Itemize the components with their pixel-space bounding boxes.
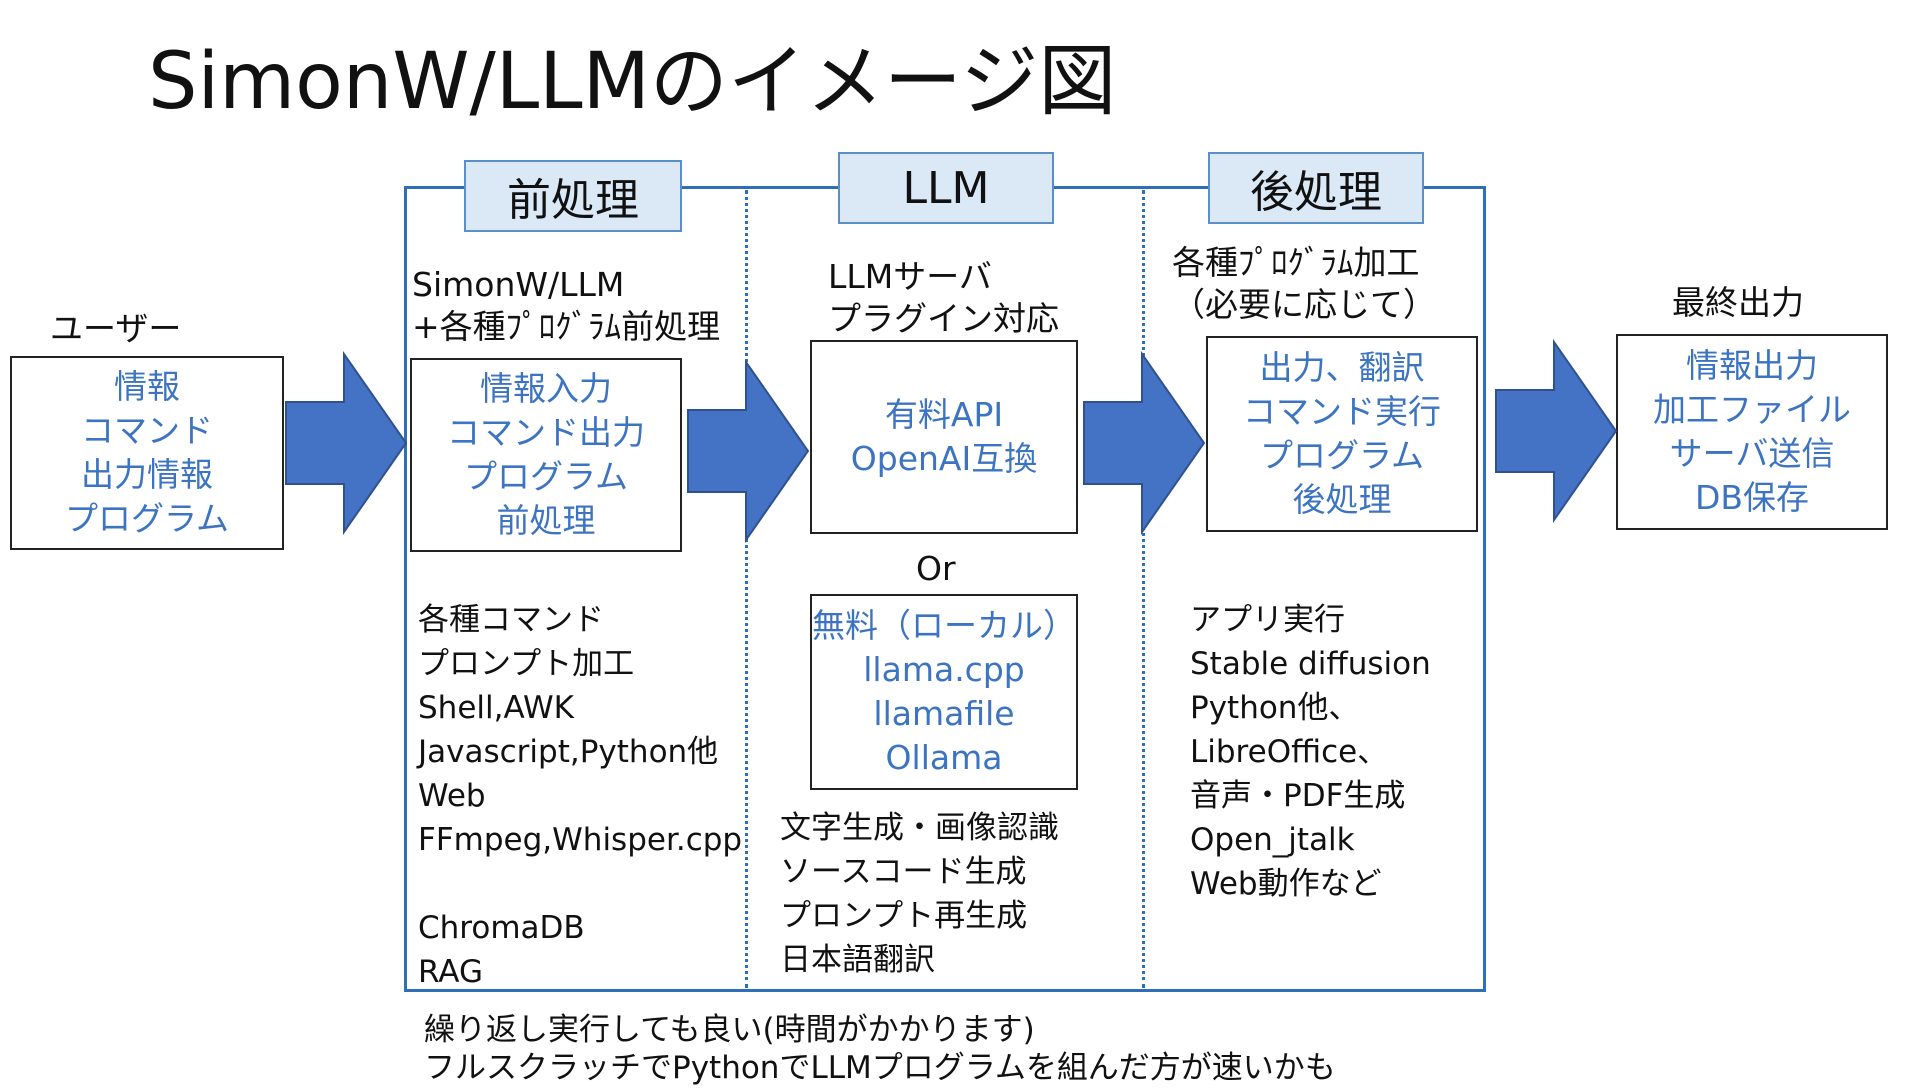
divider-llm-post [1142, 190, 1145, 988]
post-app-item: 音声・PDF生成 [1190, 778, 1406, 814]
user-line: コマンド [81, 411, 213, 450]
llm-uses-list: 文字生成・画像認識 ソースコード生成 プロンプト再生成 日本語翻訳 [780, 806, 1059, 982]
user-caption: ユーザー [50, 309, 182, 348]
llm-free-line: llamafile [873, 694, 1015, 733]
pre-line: コマンド出力 [447, 413, 645, 452]
pre-caption-1: SimonW/LLM [412, 265, 625, 304]
tab-preprocess: 前処理 [464, 160, 682, 232]
tab-llm: LLM [838, 152, 1054, 224]
post-app-item: LibreOffice、 [1190, 734, 1389, 770]
llm-caption-2: プラグイン対応 [828, 299, 1059, 338]
pre-box: 情報入力 コマンド出力 プログラム 前処理 [410, 358, 682, 552]
arrow-llm-to-post [1083, 350, 1206, 536]
tab-postprocess: 後処理 [1208, 152, 1424, 224]
llm-use-item: ソースコード生成 [780, 854, 1027, 890]
final-line: サーバ送信 [1669, 434, 1835, 473]
llm-free-box: 無料（ローカル） llama.cpp llamafile Ollama [810, 594, 1078, 790]
page-title: SimonW/LLMのイメージ図 [148, 37, 1117, 127]
final-caption: 最終出力 [1672, 283, 1804, 322]
user-line: プログラム [64, 499, 229, 538]
llm-free-line: Ollama [885, 738, 1003, 777]
arrow-post-to-final [1495, 338, 1618, 524]
pre-tool-item: Web [418, 778, 486, 814]
llm-free-line: 無料（ローカル） [812, 606, 1076, 645]
post-app-item: アプリ実行 [1190, 602, 1345, 638]
pre-tool-item: ChromaDB [418, 910, 585, 946]
post-app-item: Python他、 [1190, 690, 1360, 726]
post-line: 出力、翻訳 [1259, 348, 1425, 387]
llm-paid-box: 有料API OpenAI互換 [810, 340, 1078, 534]
user-line: 情報 [114, 367, 180, 406]
post-app-item: Open_jtalk [1190, 822, 1355, 858]
llm-use-item: 日本語翻訳 [780, 942, 935, 978]
footer-note-1: 繰り返し実行しても良い(時間がかかります) [424, 1012, 1035, 1048]
pre-tool-item: 各種コマンド [418, 602, 604, 638]
pre-line: 情報入力 [480, 369, 612, 408]
llm-use-item: 文字生成・画像認識 [780, 810, 1059, 846]
pre-tool-item: Shell,AWK [418, 690, 574, 726]
post-line: コマンド実行 [1243, 392, 1441, 431]
pre-tool-item: FFmpeg,Whisper.cpp [418, 822, 743, 858]
final-line: DB保存 [1694, 478, 1810, 517]
llm-paid-line: 有料API [884, 395, 1004, 434]
final-box: 情報出力 加工ファイル サーバ送信 DB保存 [1616, 334, 1888, 530]
pre-tool-item: プロンプト加工 [418, 646, 635, 682]
llm-free-line: llama.cpp [863, 650, 1025, 689]
pre-tool-spacer [418, 862, 742, 906]
pre-tool-item: RAG [418, 954, 483, 990]
llm-or-label: Or [916, 549, 956, 588]
post-box: 出力、翻訳 コマンド実行 プログラム 後処理 [1206, 336, 1478, 532]
post-caption-2: （必要に応じて） [1172, 285, 1436, 324]
arrow-user-to-pre [285, 350, 408, 536]
pre-caption-2: +各種ﾌﾟﾛｸﾞﾗﾑ前処理 [412, 307, 721, 346]
divider-pre-llm [745, 190, 748, 988]
post-app-item: Web動作など [1190, 866, 1382, 902]
pre-line: プログラム [463, 457, 628, 496]
post-line: 後処理 [1292, 480, 1392, 519]
llm-paid-line: OpenAI互換 [850, 439, 1038, 478]
pre-line: 前処理 [496, 501, 596, 540]
post-app-item: Stable diffusion [1190, 646, 1431, 682]
post-apps-list: アプリ実行 Stable diffusion Python他、 LibreOff… [1190, 598, 1431, 906]
footer-note-2: フルスクラッチでPythonでLLMプログラムを組んだ方が速いかも [424, 1050, 1336, 1086]
post-line: プログラム [1259, 436, 1424, 475]
pre-tool-item: Javascript,Python他 [418, 734, 719, 770]
pre-tools-list: 各種コマンド プロンプト加工 Shell,AWK Javascript,Pyth… [418, 598, 742, 994]
user-box: 情報 コマンド 出力情報 プログラム [10, 356, 284, 550]
user-line: 出力情報 [81, 455, 213, 494]
llm-caption-1: LLMサーバ [828, 257, 992, 296]
llm-use-item: プロンプト再生成 [780, 898, 1028, 934]
final-line: 加工ファイル [1653, 390, 1851, 429]
arrow-pre-to-llm [687, 358, 810, 544]
final-line: 情報出力 [1686, 346, 1818, 385]
post-caption-1: 各種ﾌﾟﾛｸﾞﾗﾑ加工 [1172, 243, 1420, 282]
